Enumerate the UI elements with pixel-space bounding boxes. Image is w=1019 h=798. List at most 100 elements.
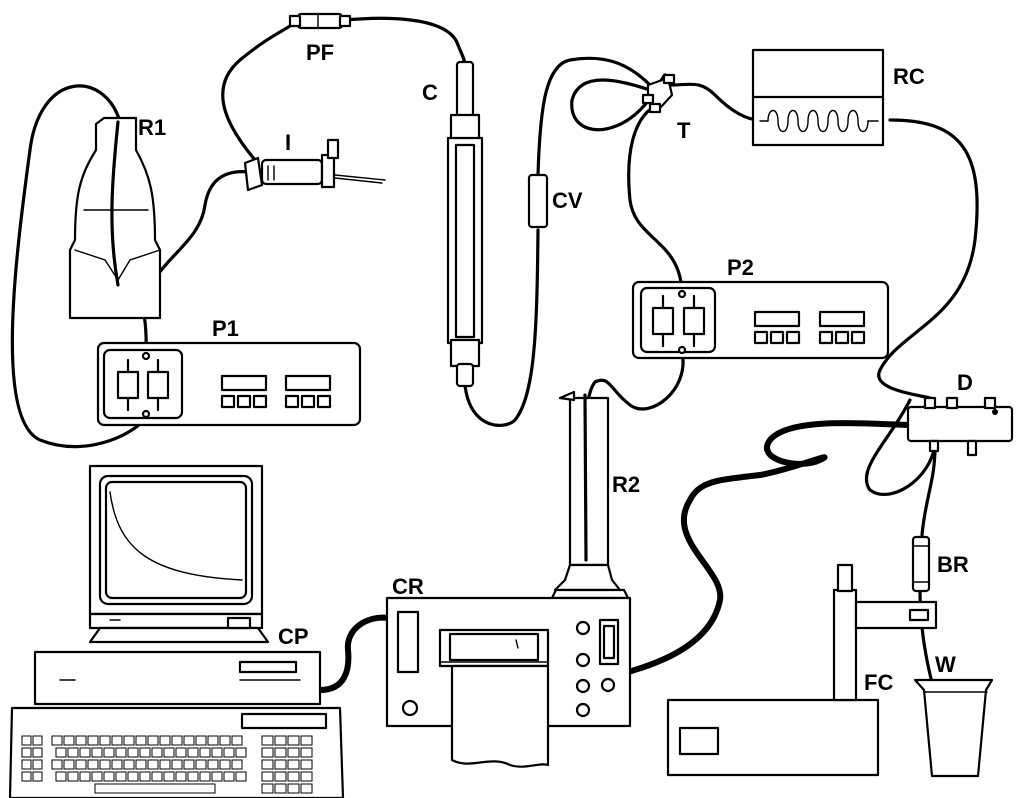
keyboard-key[interactable] [196, 760, 206, 769]
keyboard-key[interactable] [212, 772, 222, 781]
keyboard-key[interactable] [301, 772, 312, 781]
keyboard-key[interactable] [188, 772, 198, 781]
keyboard-key[interactable] [100, 760, 110, 769]
keyboard-key[interactable] [152, 772, 162, 781]
keyboard-key[interactable] [95, 784, 215, 793]
recorder-knob[interactable] [577, 622, 589, 634]
keyboard-key[interactable] [301, 760, 312, 769]
keyboard-key[interactable] [288, 760, 299, 769]
recorder-knob[interactable] [577, 654, 589, 666]
p1-key[interactable] [238, 396, 250, 407]
keyboard-key[interactable] [88, 736, 98, 745]
keyboard-key[interactable] [76, 760, 86, 769]
keyboard-key[interactable] [104, 772, 114, 781]
keyboard-key[interactable] [140, 748, 150, 757]
keyboard-key[interactable] [164, 748, 174, 757]
keyboard-key[interactable] [22, 748, 31, 757]
keyboard-key[interactable] [80, 772, 90, 781]
keyboard-key[interactable] [262, 772, 273, 781]
keyboard-key[interactable] [288, 784, 299, 793]
keyboard-key[interactable] [128, 748, 138, 757]
keyboard-key[interactable] [68, 748, 78, 757]
keyboard-key[interactable] [112, 736, 122, 745]
keyboard-key[interactable] [262, 760, 273, 769]
p2-key[interactable] [787, 332, 799, 343]
keyboard-key[interactable] [140, 772, 150, 781]
keyboard-key[interactable] [148, 760, 158, 769]
keyboard-key[interactable] [92, 748, 102, 757]
keyboard-key[interactable] [275, 784, 286, 793]
keyboard-key[interactable] [92, 772, 102, 781]
p2-key[interactable] [755, 332, 767, 343]
keyboard-key[interactable] [188, 748, 198, 757]
keyboard-key[interactable] [275, 772, 286, 781]
keyboard-key[interactable] [220, 736, 230, 745]
keyboard-key[interactable] [160, 760, 170, 769]
keyboard-key[interactable] [212, 748, 222, 757]
keyboard-key[interactable] [160, 736, 170, 745]
keyboard-key[interactable] [288, 736, 299, 745]
keyboard-key[interactable] [22, 736, 31, 745]
p1-key[interactable] [286, 396, 298, 407]
keyboard-key[interactable] [224, 772, 234, 781]
recorder-knob[interactable] [577, 704, 589, 716]
keyboard-key[interactable] [152, 748, 162, 757]
keyboard-key[interactable] [164, 772, 174, 781]
keyboard-key[interactable] [172, 736, 182, 745]
keyboard-key[interactable] [200, 748, 210, 757]
keyboard-key[interactable] [124, 760, 134, 769]
keyboard-key[interactable] [33, 748, 42, 757]
keyboard-key[interactable] [262, 736, 273, 745]
keyboard-key[interactable] [301, 748, 312, 757]
keyboard-key[interactable] [88, 760, 98, 769]
keyboard-key[interactable] [288, 772, 299, 781]
p1-key[interactable] [222, 396, 234, 407]
keyboard-key[interactable] [80, 748, 90, 757]
keyboard-key[interactable] [148, 736, 158, 745]
keyboard-key[interactable] [275, 736, 286, 745]
p1-key[interactable] [318, 396, 330, 407]
keyboard-key[interactable] [275, 748, 286, 757]
keyboard-key[interactable] [124, 736, 134, 745]
keyboard-key[interactable] [184, 760, 194, 769]
keyboard-key[interactable] [33, 772, 42, 781]
keyboard-key[interactable] [236, 772, 246, 781]
p1-key[interactable] [302, 396, 314, 407]
keyboard-key[interactable] [104, 748, 114, 757]
keyboard-key[interactable] [224, 748, 234, 757]
keyboard-key[interactable] [208, 736, 218, 745]
keyboard-key[interactable] [33, 760, 42, 769]
keyboard-key[interactable] [22, 772, 31, 781]
keyboard-key[interactable] [176, 748, 186, 757]
keyboard-key[interactable] [301, 736, 312, 745]
keyboard-key[interactable] [262, 748, 273, 757]
keyboard-key[interactable] [184, 736, 194, 745]
keyboard-key[interactable] [116, 772, 126, 781]
p1-key[interactable] [254, 396, 266, 407]
keyboard-key[interactable] [76, 736, 86, 745]
p2-key[interactable] [852, 332, 864, 343]
keyboard-key[interactable] [56, 748, 66, 757]
keyboard-key[interactable] [128, 772, 138, 781]
keyboard-key[interactable] [208, 760, 218, 769]
keyboard-key[interactable] [220, 760, 230, 769]
keyboard-key[interactable] [176, 772, 186, 781]
keyboard-key[interactable] [100, 736, 110, 745]
keyboard-key[interactable] [136, 736, 146, 745]
keyboard-key[interactable] [301, 784, 312, 793]
keyboard-key[interactable] [200, 772, 210, 781]
p2-key[interactable] [836, 332, 848, 343]
keyboard-key[interactable] [56, 772, 66, 781]
keyboard-key[interactable] [236, 748, 246, 757]
keyboard-key[interactable] [52, 736, 62, 745]
keyboard-key[interactable] [136, 760, 146, 769]
keyboard-key[interactable] [116, 748, 126, 757]
p2-key[interactable] [820, 332, 832, 343]
keyboard-key[interactable] [172, 760, 182, 769]
keyboard-key[interactable] [64, 736, 74, 745]
keyboard-key[interactable] [22, 760, 31, 769]
keyboard-key[interactable] [64, 760, 74, 769]
keyboard-key[interactable] [33, 736, 42, 745]
p2-key[interactable] [771, 332, 783, 343]
keyboard-key[interactable] [232, 760, 242, 769]
